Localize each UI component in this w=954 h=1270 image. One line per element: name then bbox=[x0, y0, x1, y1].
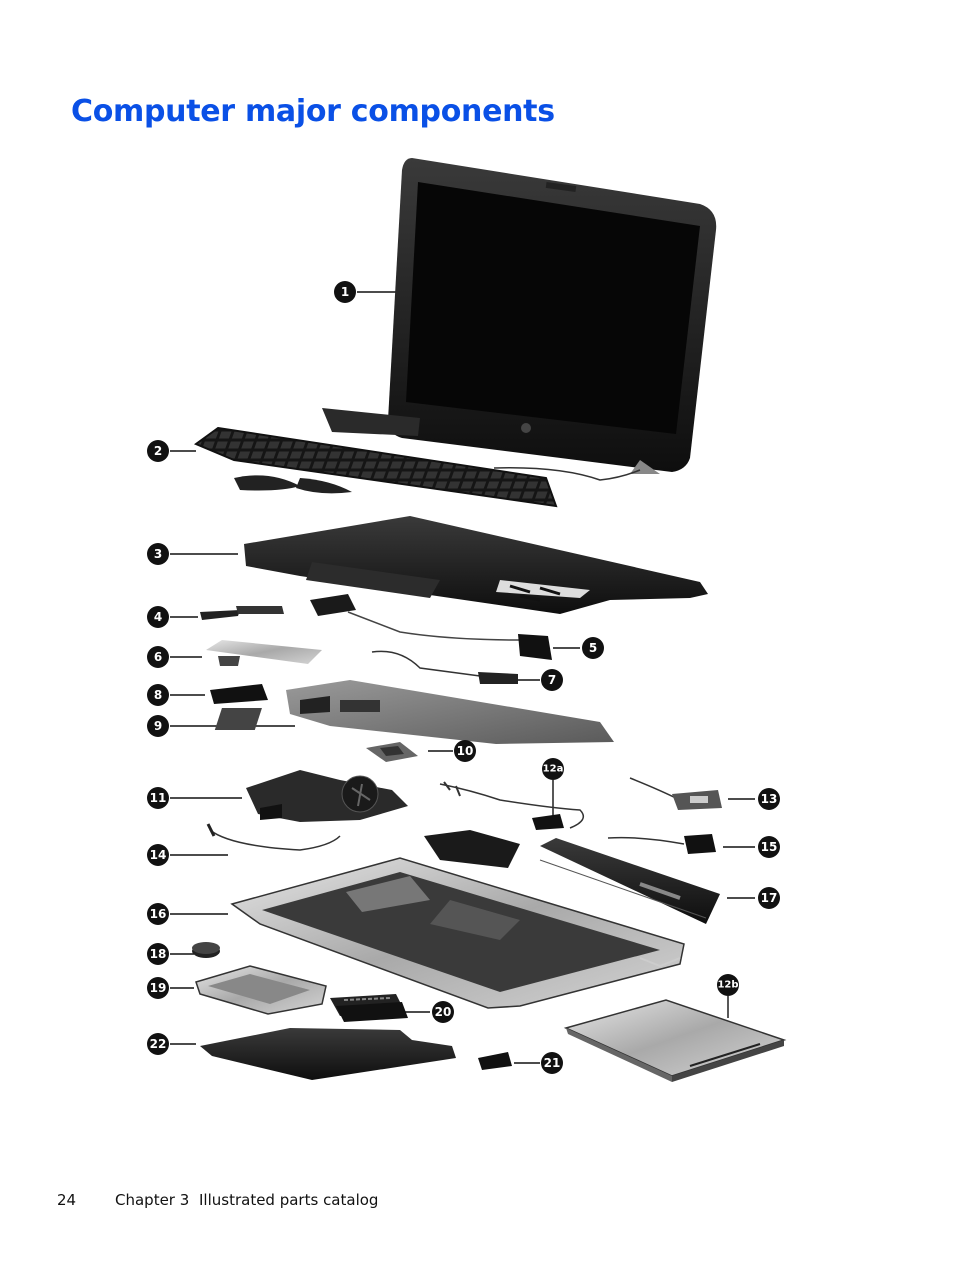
usb-board-drawing bbox=[629, 777, 722, 810]
callout-13: 13 bbox=[758, 788, 780, 810]
callout-8: 8 bbox=[147, 684, 169, 706]
callout-22: 22 bbox=[147, 1033, 169, 1055]
processor-drawing bbox=[366, 742, 418, 762]
callout-17: 17 bbox=[758, 887, 780, 909]
callout-21: 21 bbox=[541, 1052, 563, 1074]
callout-1-label: 1 bbox=[341, 285, 349, 299]
callout-2: 2 bbox=[147, 440, 169, 462]
callout-4-label: 4 bbox=[154, 610, 162, 624]
callout-12a: 12a bbox=[542, 758, 564, 780]
base-enclosure-drawing bbox=[230, 857, 685, 1009]
display-cable-drawing bbox=[206, 823, 520, 868]
callout-14: 14 bbox=[147, 844, 169, 866]
callout-19: 19 bbox=[147, 977, 169, 999]
callout-11-label: 11 bbox=[150, 791, 167, 805]
callout-19-label: 19 bbox=[150, 981, 167, 995]
callout-16: 16 bbox=[147, 903, 169, 925]
callout-3-label: 3 bbox=[154, 547, 162, 561]
callout-2-label: 2 bbox=[154, 444, 162, 458]
callout-6-label: 6 bbox=[154, 650, 162, 664]
wlan-module-drawing bbox=[210, 684, 268, 704]
service-door-drawing bbox=[200, 1028, 456, 1080]
heat-sink-drawing bbox=[246, 770, 408, 822]
callout-22-label: 22 bbox=[150, 1037, 167, 1051]
callout-6: 6 bbox=[147, 646, 169, 668]
power-connector-drawing bbox=[607, 834, 716, 854]
callout-16-label: 16 bbox=[150, 907, 167, 921]
callout-12b: 12b bbox=[717, 974, 739, 996]
callout-20: 20 bbox=[432, 1001, 454, 1023]
hard-drive-drawing bbox=[195, 965, 327, 1015]
battery-drawing bbox=[539, 838, 720, 924]
callout-9: 9 bbox=[147, 715, 169, 737]
callout-20-label: 20 bbox=[435, 1005, 452, 1019]
footer-chapter: Chapter 3 bbox=[115, 1191, 190, 1209]
page-title: Computer major components bbox=[71, 94, 555, 129]
callout-5-label: 5 bbox=[589, 641, 597, 655]
display-assembly-drawing bbox=[322, 158, 717, 481]
callout-3: 3 bbox=[147, 543, 169, 565]
callout-5: 5 bbox=[582, 637, 604, 659]
footer-section-title: Illustrated parts catalog bbox=[199, 1191, 379, 1209]
callout-15: 15 bbox=[758, 836, 780, 858]
rtc-battery-drawing bbox=[192, 942, 220, 958]
callout-13-label: 13 bbox=[761, 792, 778, 806]
speakers-drawing bbox=[439, 781, 585, 830]
callout-8-label: 8 bbox=[154, 688, 162, 702]
callout-4: 4 bbox=[147, 606, 169, 628]
callout-11: 11 bbox=[147, 787, 169, 809]
callout-10: 10 bbox=[454, 740, 476, 762]
touchpad-drawing bbox=[206, 640, 322, 666]
callout-markers: 1 2 3 4 5 6 7 8 9 10 11 12a 13 14 15 16 … bbox=[147, 281, 780, 1074]
callout-18: 18 bbox=[147, 943, 169, 965]
callout-12a-label: 12a bbox=[543, 764, 564, 775]
keyboard-drawing bbox=[193, 426, 558, 508]
callout-18-label: 18 bbox=[150, 947, 167, 961]
memory-module-drawing bbox=[330, 994, 408, 1022]
callout-21-label: 21 bbox=[544, 1056, 561, 1070]
callout-7-label: 7 bbox=[548, 673, 556, 687]
callout-1: 1 bbox=[334, 281, 356, 303]
callout-15-label: 15 bbox=[761, 840, 778, 854]
top-cover-drawing bbox=[244, 516, 708, 614]
callout-7: 7 bbox=[541, 669, 563, 691]
leader-lines bbox=[170, 291, 755, 1064]
callout-12b-label: 12b bbox=[717, 980, 738, 991]
callout-17-label: 17 bbox=[761, 891, 778, 905]
bluetooth-module-drawing bbox=[478, 1052, 512, 1070]
cable-assembly-drawing bbox=[310, 594, 552, 684]
power-button-board-drawing bbox=[200, 606, 284, 620]
system-board-drawing bbox=[214, 680, 614, 744]
callout-10-label: 10 bbox=[457, 744, 474, 758]
optical-drive-drawing bbox=[563, 999, 787, 1082]
footer-page-number: 24 bbox=[57, 1191, 77, 1209]
callout-9-label: 9 bbox=[154, 719, 162, 733]
callout-14-label: 14 bbox=[150, 848, 167, 862]
